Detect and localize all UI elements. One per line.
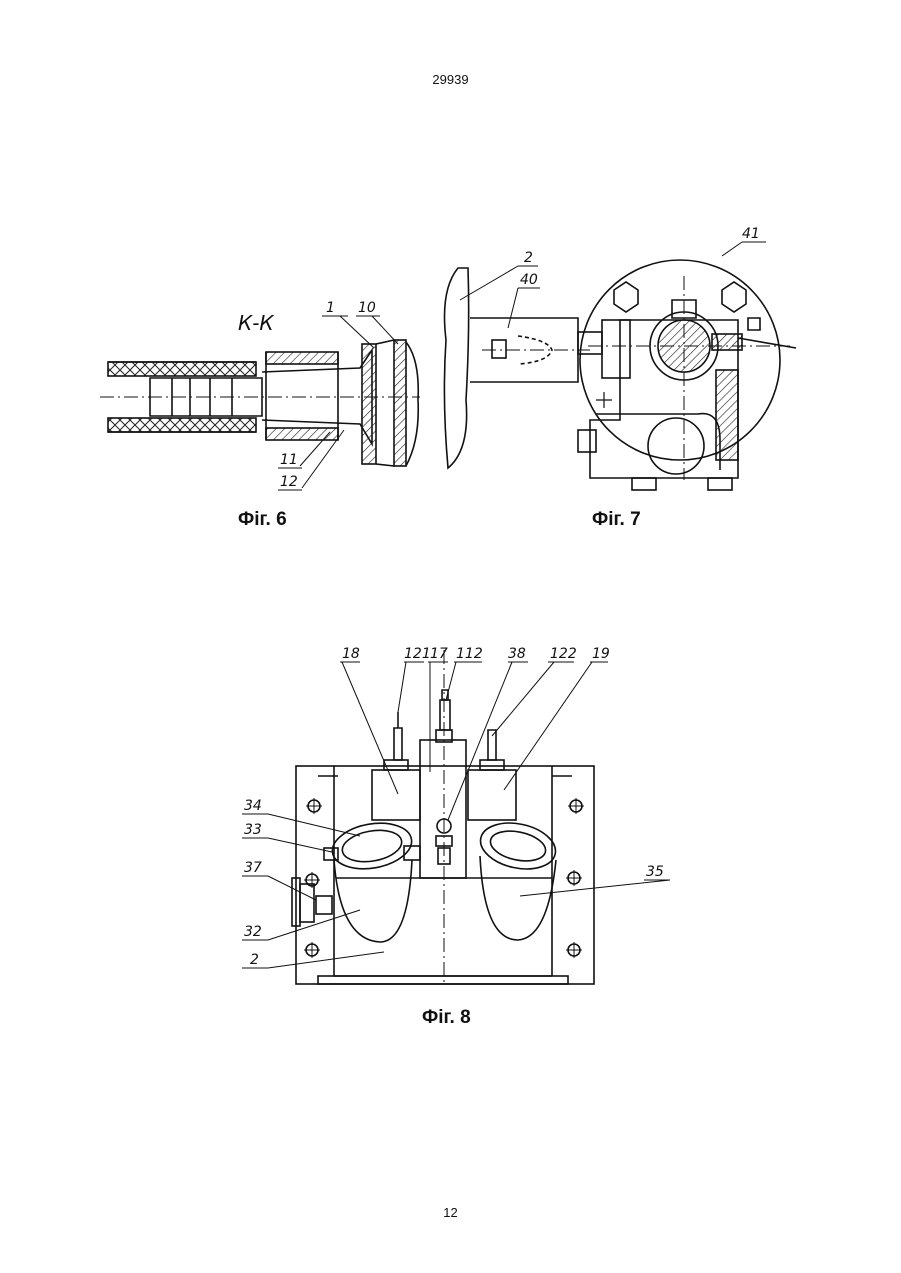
fig6-callout-10: 10 (358, 300, 376, 316)
fig8-callout-35: 35 (646, 864, 664, 880)
fig8-callout-2: 2 (250, 952, 259, 968)
fig8-callout-122: 122 (550, 646, 577, 662)
fig6-callout-1: 1 (326, 300, 335, 316)
fig8-callout-38: 38 (508, 646, 526, 662)
fig8-callout-32: 32 (244, 924, 262, 940)
fig7-callout-40: 40 (520, 272, 538, 288)
fig7-callout-2: 2 (524, 250, 533, 266)
fig7-drawing (444, 242, 796, 490)
fig8-callout-37: 37 (244, 860, 262, 876)
fig8-callout-112: 112 (456, 646, 483, 662)
fig6-drawing (100, 316, 420, 490)
fig6-caption: Фіг. 6 (238, 509, 287, 531)
fig8-drawing (242, 650, 670, 984)
fig7-callout-41: 41 (742, 226, 760, 242)
fig8-callout-121: 121 (404, 646, 431, 662)
fig7-caption: Фіг. 7 (592, 509, 641, 531)
fig8-caption: Фіг. 8 (422, 1007, 471, 1029)
fig6-section-label: К-К (238, 311, 274, 335)
fig8-callout-18: 18 (342, 646, 360, 662)
page-number: 12 (0, 1205, 901, 1220)
fig8-callout-34: 34 (244, 798, 262, 814)
fig8-callout-19: 19 (592, 646, 610, 662)
fig6-callout-12: 12 (280, 474, 298, 490)
fig6-callout-11: 11 (280, 452, 298, 468)
fig8-callout-17: 17 (430, 646, 448, 662)
fig8-callout-33: 33 (244, 822, 262, 838)
